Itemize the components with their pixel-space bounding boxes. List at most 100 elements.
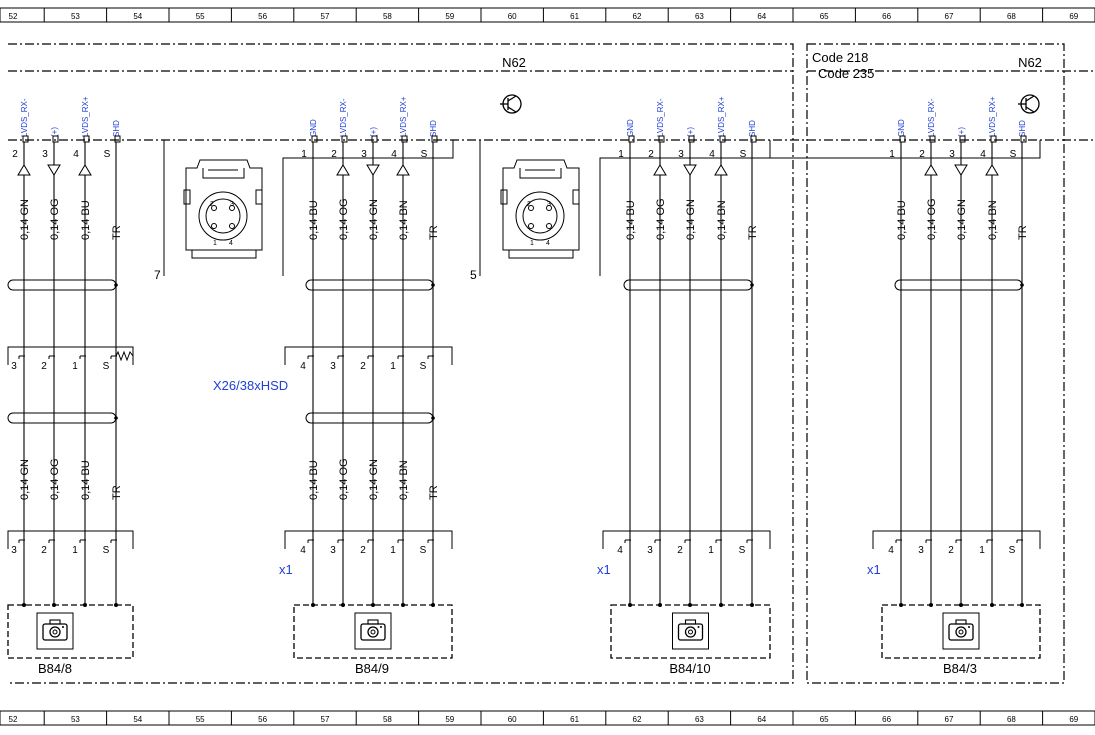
ruler-label: 60 xyxy=(508,12,517,21)
pin-number: 2 xyxy=(919,149,925,160)
pin-label-plus: (+) xyxy=(50,127,59,137)
pin-number: 4 xyxy=(300,545,306,556)
pin-number: 4 xyxy=(709,149,715,160)
pin-number: S xyxy=(1009,545,1016,556)
ruler-label: 68 xyxy=(1007,715,1016,724)
ruler-label: 67 xyxy=(945,12,954,21)
ruler-label: 57 xyxy=(321,715,330,724)
pin-number: 2 xyxy=(331,149,337,160)
wire-label-gn: 0,14 GN xyxy=(956,199,968,240)
ruler-label: 61 xyxy=(570,715,579,724)
pin-number: 1 xyxy=(979,545,985,556)
ruler-label: 57 xyxy=(321,12,330,21)
wire-label-bu: 0,14 BU xyxy=(896,200,908,240)
plug-drawing-left xyxy=(183,159,263,259)
code-label-235: Code 235 xyxy=(818,66,874,81)
pin-number: 3 xyxy=(11,361,17,372)
pin-number: 4 xyxy=(980,149,986,160)
pin-number: 1 xyxy=(72,545,78,556)
wire-label-og: 0,14 OG xyxy=(338,198,350,240)
signal-arrow-icon xyxy=(924,164,938,176)
wire-label-tr: TR xyxy=(747,225,759,240)
pin-label-plus: (+) xyxy=(957,127,966,137)
signal-arrow-icon xyxy=(366,164,380,176)
signal-arrow-icon xyxy=(714,164,728,176)
pin-number: S xyxy=(1010,149,1017,160)
ruler-label: 65 xyxy=(820,12,829,21)
pin-label-rxp: LVDS_RX+ xyxy=(988,96,997,137)
wire-label-tr: TR xyxy=(1017,225,1029,240)
pin-number: 2 xyxy=(12,149,18,160)
pin-number: 1 xyxy=(390,545,396,556)
ruler-label: 53 xyxy=(71,715,80,724)
ruler-label: 53 xyxy=(71,12,80,21)
wire-label-gn: 0,14 GN xyxy=(368,199,380,240)
ruler-label: 52 xyxy=(9,12,18,21)
module-frames xyxy=(8,43,1095,684)
wire-label-og: 0,14 OG xyxy=(926,198,938,240)
camera-icon xyxy=(36,612,74,650)
pin-label-rxp: LVDS_RX+ xyxy=(717,96,726,137)
pin-number: S xyxy=(420,545,427,556)
plug-pin-3: 3 xyxy=(230,201,234,208)
pin-number: 1 xyxy=(72,361,78,372)
ruler-label: 56 xyxy=(258,715,267,724)
wire-label-gn: 0,14 GN xyxy=(368,459,380,500)
signal-arrow-icon xyxy=(683,164,697,176)
wire-label-bn: 0,14 BN xyxy=(398,460,410,500)
signal-arrow-icon xyxy=(653,164,667,176)
signal-arrow-icon xyxy=(954,164,968,176)
pin-number: S xyxy=(103,361,110,372)
plug-pin-digits: 2 3 1 4 2 3 1 4 xyxy=(210,201,551,247)
pin-number: 2 xyxy=(360,361,366,372)
camera-icon xyxy=(354,612,392,650)
camera-box-b84-8 xyxy=(7,604,134,659)
ruler-label: 55 xyxy=(196,12,205,21)
pin-label-rxp: LVDS_RX+ xyxy=(81,96,90,137)
wire-label-bn: 0,14 BN xyxy=(398,200,410,240)
plug-pin-2: 2 xyxy=(210,201,214,208)
camera-label-b84-10: B84/10 xyxy=(669,661,710,676)
pin-number: 3 xyxy=(647,545,653,556)
pin-number: 2 xyxy=(41,361,47,372)
ruler-label: 66 xyxy=(882,715,891,724)
pin-label-gnd: GND xyxy=(309,119,318,137)
ruler-label: 59 xyxy=(445,715,454,724)
pin-number: 4 xyxy=(391,149,397,160)
ruler-label: 55 xyxy=(196,715,205,724)
wire-label-bn: 0,14 BN xyxy=(716,200,728,240)
pin-number: 1 xyxy=(618,149,624,160)
plug-drawing-right xyxy=(500,159,580,259)
signal-arrow-icon xyxy=(336,164,350,176)
ruler-label: 63 xyxy=(695,12,704,21)
wire-label-gn: 0,14 GN xyxy=(19,459,31,500)
wire-label-og: 0,14 OG xyxy=(49,198,61,240)
wire-label-og: 0,14 OG xyxy=(49,458,61,500)
pin-number: 3 xyxy=(11,545,17,556)
pin-number: 3 xyxy=(330,361,336,372)
wire-label-og: 0,14 OG xyxy=(338,458,350,500)
pin-number: 2 xyxy=(41,545,47,556)
ruler-label: 65 xyxy=(820,715,829,724)
ruler-label: 61 xyxy=(570,12,579,21)
pin-number: 4 xyxy=(888,545,894,556)
pin-label-shd: SHD xyxy=(1018,120,1027,137)
pin-number: S xyxy=(739,545,746,556)
code-label-218: Code 218 xyxy=(812,50,868,65)
ruler-label: 69 xyxy=(1069,12,1078,21)
module-label-left: N62 xyxy=(502,55,526,70)
plug-pin-2: 2 xyxy=(527,201,531,208)
signal-arrow-icon xyxy=(78,164,92,176)
pin-number: 1 xyxy=(301,149,307,160)
connector-label-x1: x1 xyxy=(867,562,881,577)
ruler-label: 64 xyxy=(757,715,766,724)
ruler-label: 52 xyxy=(9,715,18,724)
transistor-symbol-icon xyxy=(1018,94,1040,114)
signal-arrow-icon xyxy=(17,164,31,176)
connector-label-x1: x1 xyxy=(279,562,293,577)
wire-label-bu: 0,14 BU xyxy=(308,460,320,500)
